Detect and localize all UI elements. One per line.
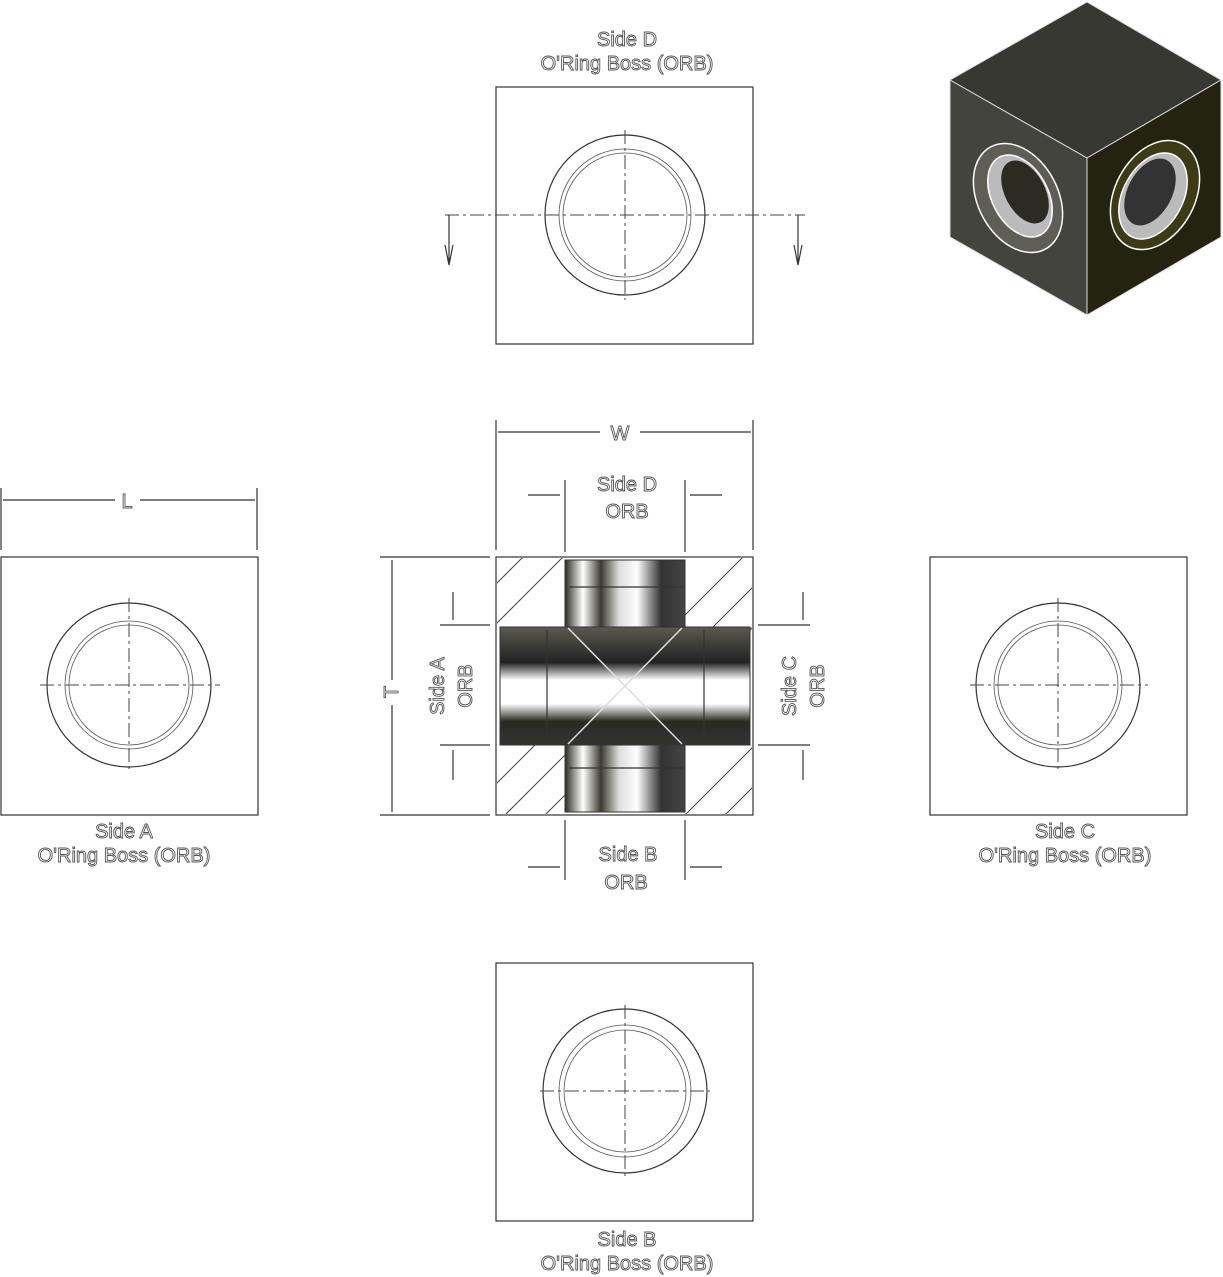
dimension-t-line — [380, 556, 490, 816]
view-side-c: Side C O'Ring Boss (ORB) — [929, 556, 1188, 867]
view-side-a-outline — [0, 556, 259, 816]
section-side-a-label-1: Side A — [427, 656, 449, 714]
view-side-b: Side B O'Ring Boss (ORB) — [495, 962, 754, 1275]
port-d-b-dimension — [528, 480, 722, 880]
bore-intersection — [567, 627, 683, 745]
section-outline — [495, 556, 754, 816]
section-side-b-label-2: ORB — [604, 872, 647, 894]
section-side-c-label-2: ORB — [807, 664, 829, 707]
view-side-b-label-2: O'Ring Boss (ORB) — [541, 1253, 714, 1275]
dimension-l-label: L — [121, 491, 132, 513]
dimension-l-line — [0, 488, 258, 550]
section-view: W T Side D ORB Side B ORB Side A ORB Sid… — [380, 420, 829, 894]
section-side-c-label-1: Side C — [779, 656, 801, 716]
dimension-t-label: T — [381, 686, 403, 698]
section-arrow-icon — [444, 215, 803, 266]
view-side-a: L Side A O'Ring Boss (ORB) — [0, 488, 259, 867]
section-side-d-label-2: ORB — [605, 501, 648, 523]
dimension-w-line — [495, 420, 754, 550]
view-side-d: Side D O'Ring Boss (ORB) — [444, 29, 805, 345]
section-side-d-label-1: Side D — [597, 474, 657, 496]
view-side-c-outline — [929, 556, 1188, 816]
view-side-c-label-2: O'Ring Boss (ORB) — [979, 845, 1152, 867]
thread-depth-lines — [546, 586, 705, 769]
view-side-a-label-2: O'Ring Boss (ORB) — [38, 845, 211, 867]
view-side-d-label-1: Side D — [597, 29, 657, 51]
view-side-c-label-1: Side C — [1035, 821, 1095, 843]
port-a-c-dimension — [440, 592, 810, 780]
view-side-a-label-1: Side A — [95, 821, 153, 843]
view-side-b-label-1: Side B — [598, 1229, 657, 1251]
section-side-b-label-1: Side B — [599, 844, 658, 866]
view-side-d-label-2: O'Ring Boss (ORB) — [541, 53, 714, 75]
section-side-a-label-2: ORB — [455, 664, 477, 707]
view-side-b-outline — [495, 962, 754, 1222]
isometric-cube — [948, 1, 1222, 316]
dimension-w-label: W — [611, 423, 630, 445]
